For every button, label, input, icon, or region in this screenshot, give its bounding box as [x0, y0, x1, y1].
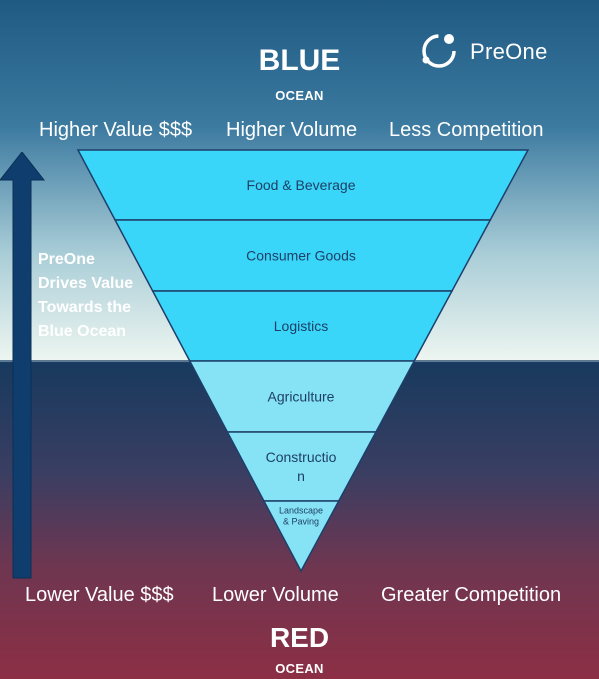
brand-logo: PreOne: [418, 30, 578, 70]
side-note-line: Blue Ocean: [38, 323, 127, 340]
brand-logo-icon: [422, 34, 456, 68]
side-note: PreOne Drives Value Towards the Blue Oce…: [38, 248, 133, 344]
funnel-band-label: Agriculture: [268, 388, 335, 404]
top-label-volume: Higher Volume: [226, 119, 358, 141]
red-subtitle: OCEAN: [275, 661, 324, 676]
blue-title: BLUE: [258, 44, 341, 77]
top-label-competition: Less Competition: [389, 119, 544, 141]
bottom-label-competition: Greater Competition: [381, 584, 562, 606]
top-label-value: Higher Value $$$: [39, 119, 193, 141]
up-arrow-icon: [0, 152, 46, 579]
funnel-band-label: Consumer Goods: [246, 247, 356, 263]
funnel-band: [262, 500, 340, 573]
bottom-label-volume: Lower Volume: [212, 584, 339, 606]
funnel-band-label: Constructio: [266, 449, 337, 465]
bottom-label-value: Lower Value $$$: [25, 584, 174, 606]
funnel-band-label: & Paving: [283, 517, 319, 527]
funnel-band-label: Logistics: [274, 318, 328, 334]
brand-name: PreOne: [470, 39, 548, 64]
side-note-line: Towards the: [38, 299, 132, 316]
funnel-band: [226, 431, 378, 502]
blue-subtitle: OCEAN: [275, 88, 324, 103]
side-note-line: Drives Value: [38, 275, 134, 292]
red-title: RED: [269, 622, 330, 653]
funnel-band-label: Food & Beverage: [247, 177, 356, 193]
side-note-line: PreOne: [38, 251, 95, 268]
funnel-band-label: n: [297, 468, 305, 484]
funnel-band-label: Landscape: [279, 506, 323, 516]
